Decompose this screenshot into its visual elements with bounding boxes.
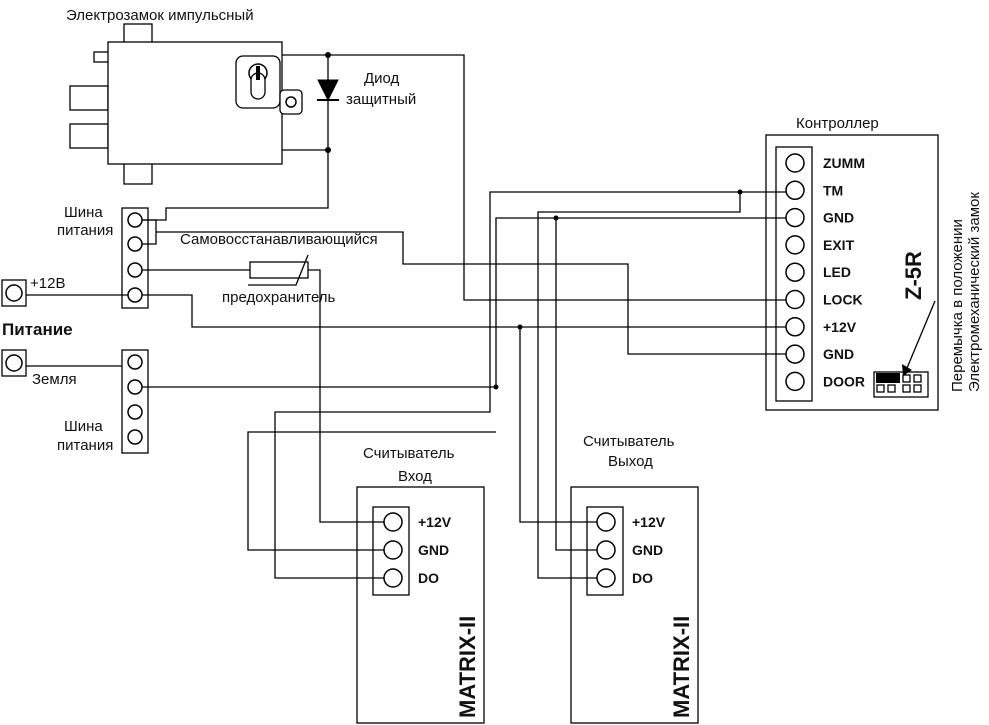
controller-terminal-pin-9 — [785, 371, 805, 392]
reader-out-terminal-label-1: +12V — [632, 514, 666, 530]
bus-bottom-label-1: Шина — [64, 418, 103, 435]
reader-out-terminal-pin-2 — [596, 540, 616, 560]
diode-label-2: защитный — [346, 91, 416, 108]
controller-title: Контроллер — [796, 115, 879, 132]
controller-terminal-label-1: ZUMM — [823, 155, 865, 171]
power-bus-top: Шина питания — [57, 204, 157, 309]
controller-terminal-label-6: LOCK — [823, 292, 863, 308]
diode-icon — [317, 79, 339, 102]
bus-bottom-terminal-3 — [127, 404, 143, 420]
bus-bottom-terminal-1 — [127, 354, 143, 370]
wire-ground-to-controller-gnd — [142, 217, 786, 388]
wire-reader-out-do-to-tm — [537, 192, 741, 579]
controller-terminal-pin-8 — [785, 344, 805, 364]
diode-label-1: Диод — [364, 70, 400, 87]
bus-top-terminal-3 — [127, 262, 143, 278]
wire-reader-in-do-to-tm — [274, 191, 786, 579]
lock-bottom-lug — [123, 161, 153, 185]
reader-out-model: MATRIX-II — [669, 616, 694, 718]
lock-top-lug — [123, 23, 153, 45]
keyhole-icon — [248, 63, 268, 100]
controller-terminal-pin-5 — [785, 262, 805, 282]
bus-top-label-2: питания — [57, 222, 113, 239]
reader-in-terminals: +12V GND DO — [383, 512, 452, 588]
lock-bolt-upper — [69, 85, 109, 111]
controller-terminal-pin-3 — [785, 207, 805, 228]
controller-terminal-label-9: DOOR — [823, 373, 865, 389]
wire-bus-to-controller-12v — [142, 294, 786, 328]
jumper-arrow-icon — [902, 364, 912, 376]
wire-reader-in-gnd — [247, 431, 496, 551]
wire-fuse-to-reader-in-12v — [308, 269, 386, 523]
controller-model: Z-5R — [901, 251, 926, 300]
wire-lock-to-controller-lock — [328, 54, 786, 301]
controller-terminal-label-2: TM — [823, 182, 843, 198]
bus-bottom-terminal-4 — [127, 429, 143, 445]
resettable-fuse: Самовосстанавливающийся предохранитель — [180, 231, 378, 306]
reader-in-model: MATRIX-II — [455, 616, 480, 718]
jumper-note-1: Перемычка в положении — [949, 219, 966, 392]
reader-in-terminal-pin-1 — [383, 512, 403, 532]
ground-label: Земля — [32, 371, 77, 388]
lock-screw-icon — [285, 96, 297, 108]
jumper-cap-icon — [876, 373, 900, 383]
wire-lock-to-bus — [142, 150, 329, 221]
jumper-pointer-line — [906, 300, 936, 369]
lock-title: Электрозамок импульсный — [66, 7, 254, 24]
reader-out: Считыватель Выход MATRIX-II — [570, 433, 699, 724]
reader-in-terminal-label-1: +12V — [418, 514, 452, 530]
reader-out-terminal-pin-3 — [596, 568, 616, 588]
jumper-note-2: Электромеханический замок — [966, 192, 983, 392]
controller-terminal-pin-6 — [785, 289, 805, 310]
controller-terminal-label-5: LED — [823, 264, 851, 280]
plus-12v-label: +12В — [30, 275, 65, 292]
wire-reader-out-gnd — [555, 218, 600, 551]
controller-terminal-pin-7 — [785, 317, 805, 337]
reader-out-title-2: Выход — [608, 453, 653, 470]
wire-reader-out-12v — [519, 327, 600, 523]
reader-out-terminal-pin-1 — [596, 512, 616, 532]
bus-top-terminal-2 — [127, 236, 143, 252]
reader-in-terminal-pin-3 — [383, 568, 403, 588]
bus-top-terminal-4 — [127, 287, 143, 303]
bus-bottom-label-2: питания — [57, 437, 113, 454]
reader-in-title-2: Вход — [398, 468, 432, 485]
lock-bolt-lower — [69, 123, 109, 149]
power-title: Питание — [2, 320, 73, 339]
electric-lock: Электрозамок импульсный — [66, 7, 303, 185]
fuse-label-2: предохранитель — [222, 289, 336, 306]
reader-out-terminal-label-3: DO — [632, 570, 653, 586]
power-source: +12В Питание Земля — [1, 275, 128, 388]
jumper-block — [873, 371, 929, 398]
controller-terminal-label-3: GND — [823, 210, 854, 226]
reader-in-terminal-label-3: DO — [418, 570, 439, 586]
reader-in-terminal-pin-2 — [383, 540, 403, 560]
controller-terminal-pin-2 — [785, 180, 805, 201]
fuse-label-1: Самовосстанавливающийся — [180, 231, 378, 248]
controller-terminal-label-8: GND — [823, 346, 854, 362]
bus-bottom-terminal-2 — [127, 379, 143, 395]
reader-out-title-1: Считыватель — [583, 433, 675, 450]
reader-in-terminal-label-2: GND — [418, 542, 449, 558]
reader-out-terminals: +12V GND DO — [596, 512, 666, 588]
reader-out-terminal-label-2: GND — [632, 542, 663, 558]
controller-terminal-label-7: +12V — [823, 319, 857, 335]
bus-top-terminal-1 — [127, 212, 143, 228]
wires — [142, 54, 786, 579]
bus-top-label-1: Шина — [64, 204, 103, 221]
controller-terminals: ZUMM TM GND EXIT LED LOCK +12V GND DOOR — [785, 153, 865, 392]
controller-terminal-pin-1 — [785, 153, 805, 173]
controller-terminal-pin-4 — [785, 235, 805, 255]
controller-terminal-label-4: EXIT — [823, 237, 855, 253]
reader-in-title-1: Считыватель — [363, 445, 455, 462]
wire-bus-to-controller-gnd — [156, 231, 786, 355]
power-bus-bottom: Шина питания — [57, 349, 149, 454]
